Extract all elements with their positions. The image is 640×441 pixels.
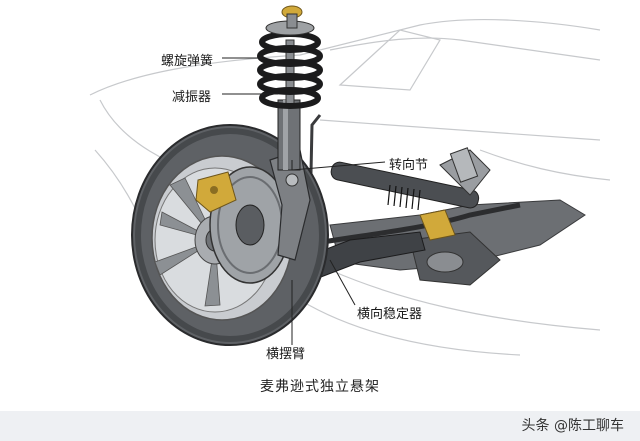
tie-rod-end <box>419 209 456 241</box>
steering-knuckle-label: 转向节 <box>389 158 429 173</box>
spring-top-mount <box>265 5 315 36</box>
stabilizer-bar-label: 横向稳定器 <box>357 307 423 322</box>
control-arm-label: 横摆臂 <box>266 347 306 362</box>
brake-caliper <box>195 171 237 213</box>
leader-lines <box>222 57 386 345</box>
steering-rack <box>330 147 491 211</box>
shock-absorber-label: 减振器 <box>172 90 212 105</box>
shock-absorber <box>277 39 301 171</box>
footer-bar <box>0 411 640 441</box>
figure-caption: 麦弗逊式独立悬架 <box>260 379 380 395</box>
coil-spring-label: 螺旋弹簧 <box>161 54 214 69</box>
watermark: 头条 @陈工聊车 <box>521 418 624 434</box>
